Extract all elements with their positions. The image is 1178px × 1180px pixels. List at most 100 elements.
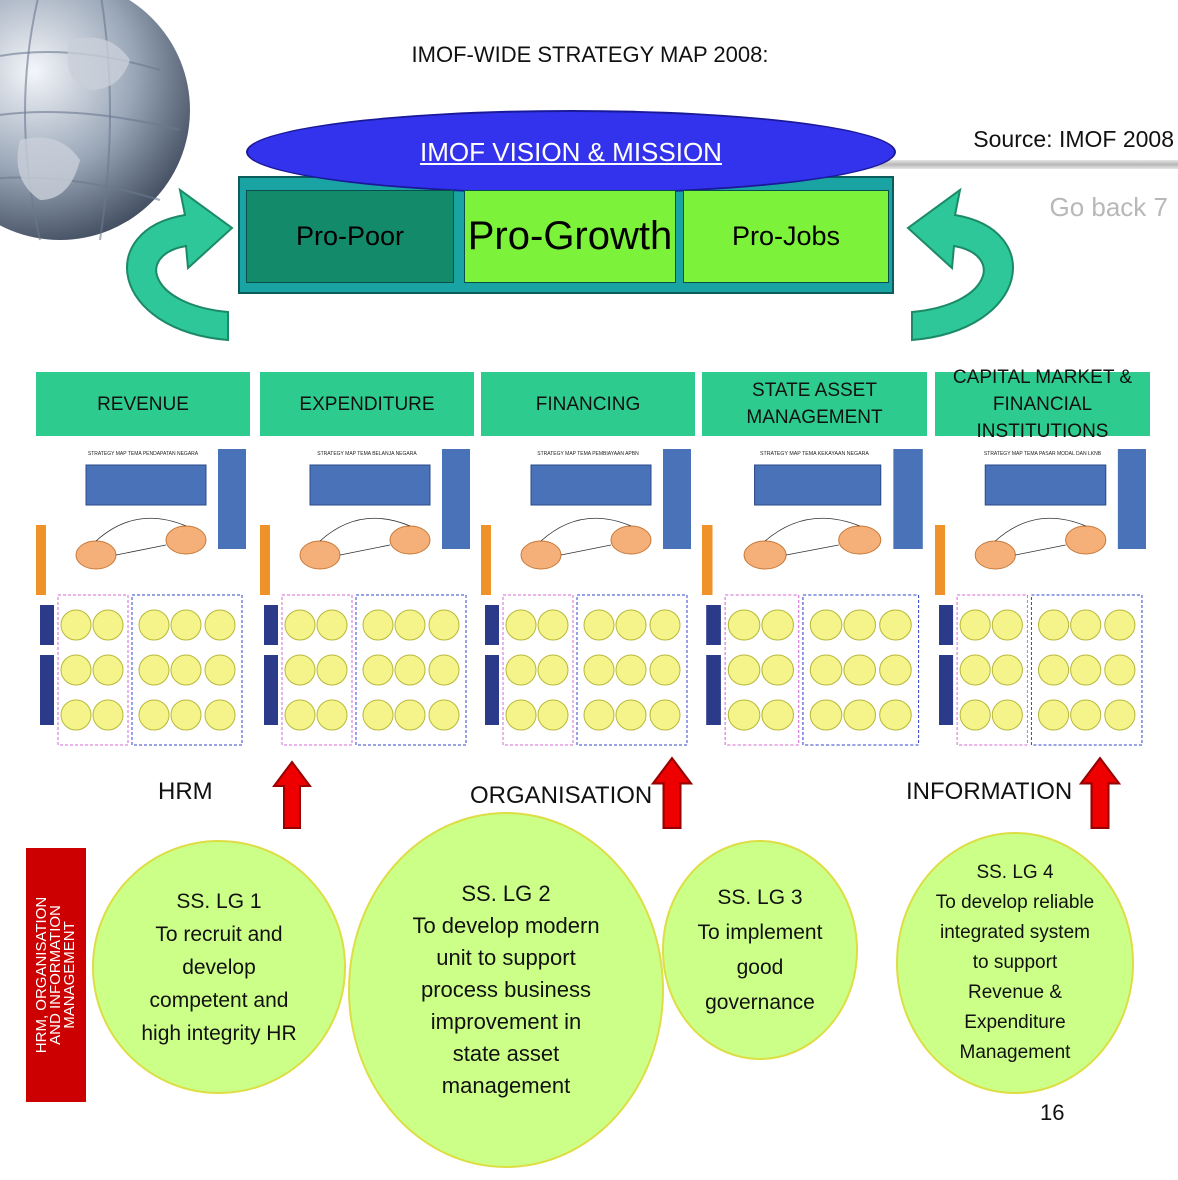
thumb-objective-box <box>85 464 207 506</box>
thumb-connector <box>995 517 1086 556</box>
globe-icon <box>0 0 190 241</box>
thumb-yellow-node <box>316 609 348 641</box>
thumb-yellow-node <box>394 699 426 731</box>
pillar-label: Pro-Jobs <box>731 221 841 251</box>
thumb-objective-box <box>530 464 652 506</box>
thumb-navy-bar <box>40 655 54 725</box>
section-expenditure: EXPENDITURE <box>260 372 474 436</box>
thumb-dashed-group <box>576 594 688 746</box>
thumb-yellow-node <box>843 654 877 686</box>
thumb-yellow-node <box>649 699 681 731</box>
thumb-peach-node <box>610 525 652 555</box>
thumb-yellow-node <box>727 654 761 686</box>
thumb-canvas: STRATEGY MAP TEMA PEMBIAYAAN APBN <box>481 449 691 746</box>
thumb-yellow-node <box>204 699 236 731</box>
thumb-side-box <box>218 449 246 549</box>
thumb-peach-node <box>838 525 882 555</box>
thumb-yellow-node <box>92 654 124 686</box>
thumb-peach-node <box>1065 525 1107 555</box>
thumb-yellow-node <box>809 654 843 686</box>
thumb-yellow-node <box>1104 699 1136 731</box>
thumb-yellow-node <box>761 654 794 686</box>
side-label: HRM, ORGANISATION AND INFORMATION MANAGE… <box>33 896 78 1054</box>
thumb-side-box <box>1117 449 1146 549</box>
thumb-side-box <box>663 449 691 549</box>
thumb-canvas: STRATEGY MAP TEMA BELANJA NEGARA <box>260 449 470 746</box>
thumb-dashed-group <box>355 594 467 746</box>
thumb-yellow-node <box>505 609 537 641</box>
thumb-yellow-node <box>362 654 394 686</box>
up-arrow-icon <box>272 760 312 829</box>
thumb-title: STRATEGY MAP TEMA BELANJA NEGARA <box>317 451 417 457</box>
thumb-peach-node <box>299 540 341 570</box>
go-back-link[interactable]: Go back 7 <box>1049 192 1168 222</box>
thumb-yellow-node <box>843 699 877 731</box>
thumb-yellow-node <box>649 609 681 641</box>
thumb-navy-bar <box>939 605 954 645</box>
thumb-yellow-node <box>583 654 615 686</box>
thumb-yellow-node <box>615 699 647 731</box>
label-organisation: ORGANISATION <box>470 782 653 809</box>
thumb-yellow-node <box>879 699 912 731</box>
thumb-yellow-node <box>615 609 647 641</box>
thumb-yellow-node <box>505 699 537 731</box>
source-note: Source: IMOF 2008 <box>973 126 1174 152</box>
thumb-yellow-node <box>959 699 991 731</box>
goal-text: SS. LG 4 To develop reliable integrated … <box>935 862 1095 1063</box>
thumb-objective-box <box>754 464 882 506</box>
thumb-navy-bar <box>485 605 499 645</box>
page-number: 16 <box>1040 1100 1065 1125</box>
thumb-connector <box>764 517 860 556</box>
vision-mission-ellipse[interactable]: IMOF VISION & MISSION <box>246 110 896 194</box>
thumb-navy-bar <box>264 655 278 725</box>
section-state-asset: STATE ASSET MANAGEMENT <box>702 372 927 436</box>
strategy-map-thumbnail: STRATEGY MAP TEMA PEMBIAYAAN APBN <box>481 445 695 760</box>
label-information: INFORMATION <box>906 778 1073 805</box>
section-revenue: REVENUE <box>36 372 250 436</box>
thumb-yellow-node <box>170 654 202 686</box>
thumb-yellow-node <box>991 609 1023 641</box>
thumb-navy-bar <box>40 605 54 645</box>
pillar-pro-jobs: Pro-Jobs <box>683 190 889 283</box>
thumb-yellow-node <box>761 609 794 641</box>
thumb-yellow-node <box>537 609 569 641</box>
thumb-title: STRATEGY MAP TEMA PEMBIAYAAN APBN <box>537 451 639 457</box>
thumb-objective-box <box>984 464 1107 506</box>
thumb-yellow-node <box>809 699 843 731</box>
thumb-orange-bar <box>702 525 713 595</box>
section-label: FINANCING <box>535 393 641 415</box>
thumb-objective-box <box>309 464 431 506</box>
thumb-peach-node <box>974 540 1016 570</box>
thumb-yellow-node <box>1037 609 1070 641</box>
thumb-orange-bar <box>260 525 270 595</box>
goal-circle-lg1: SS. LG 1 To recruit and develop competen… <box>92 840 346 1094</box>
thumb-peach-node <box>165 525 207 555</box>
goal-text: SS. LG 2 To develop modern unit to suppo… <box>412 881 600 1098</box>
thumb-orange-bar <box>481 525 491 595</box>
goal-circle-lg2: SS. LG 2 To develop modern unit to suppo… <box>348 812 664 1168</box>
pillar-pro-poor: Pro-Poor <box>246 190 454 283</box>
thumb-yellow-node <box>60 699 92 731</box>
vision-mission-label: IMOF VISION & MISSION <box>420 136 722 167</box>
thumb-navy-bar <box>485 655 499 725</box>
thumb-yellow-node <box>316 654 348 686</box>
thumb-yellow-node <box>394 654 426 686</box>
thumb-yellow-node <box>537 654 569 686</box>
thumb-yellow-node <box>959 609 991 641</box>
section-label: EXPENDITURE <box>299 393 435 415</box>
thumb-title: STRATEGY MAP TEMA PASAR MODAL DAN LKNB <box>984 451 1102 457</box>
thumb-peach-node <box>743 540 787 570</box>
thumb-yellow-node <box>649 654 681 686</box>
up-arrow-icon <box>1078 756 1122 829</box>
thumb-yellow-node <box>428 609 460 641</box>
thumb-navy-bar <box>706 605 721 645</box>
thumb-yellow-node <box>727 699 761 731</box>
thumb-yellow-node <box>362 699 394 731</box>
thumb-dashed-group <box>57 594 129 746</box>
thumb-dashed-group <box>502 594 574 746</box>
thumb-yellow-node <box>138 699 170 731</box>
section-financing: FINANCING <box>481 372 695 436</box>
thumb-yellow-node <box>316 699 348 731</box>
strategy-map-thumbnail: STRATEGY MAP TEMA PASAR MODAL DAN LKNB <box>935 445 1150 760</box>
side-label-box: HRM, ORGANISATION AND INFORMATION MANAGE… <box>26 848 86 1102</box>
